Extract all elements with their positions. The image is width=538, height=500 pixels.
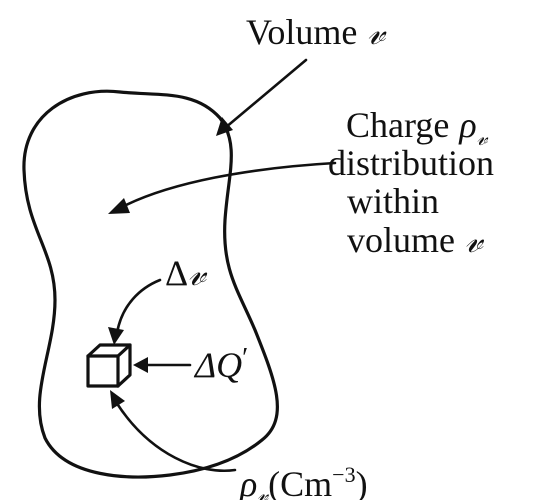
charge-distribution-arrowhead	[108, 198, 130, 214]
volume-element-cube	[86, 343, 132, 388]
delta-v-arrowhead	[108, 327, 124, 345]
delta-v-arrow	[115, 278, 162, 335]
within-label: within	[347, 181, 439, 221]
volume-pointer-arrowhead	[216, 117, 233, 136]
delta-q-arrowhead	[133, 357, 148, 373]
charge-distribution-arrow	[118, 161, 337, 210]
volume-pointer-arrow	[223, 58, 308, 130]
density-arrowhead	[110, 390, 125, 409]
density-arrow	[114, 400, 237, 473]
delta-v-label: Δ𝓋	[165, 253, 208, 293]
volume-boundary	[22, 89, 279, 479]
density-label: ρ𝓋(Cm−3)	[239, 462, 368, 500]
distribution-label: distribution	[328, 143, 494, 183]
delta-q-label: ΔQ′	[193, 343, 248, 385]
